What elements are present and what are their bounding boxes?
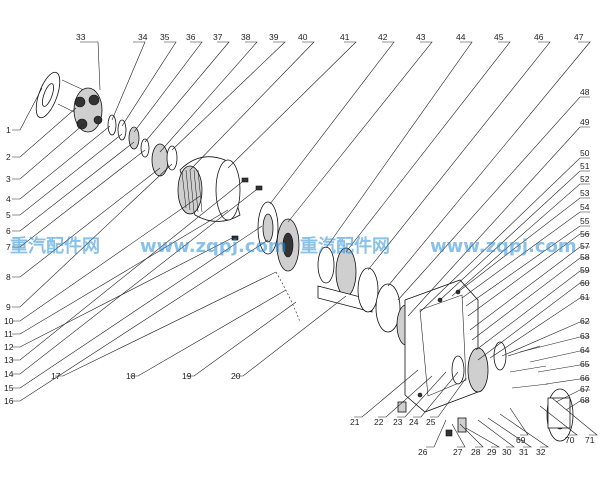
callout-50: 50 [580,148,590,158]
callouts-left: 1 2 3 4 5 6 7 8 9 10 11 12 13 14 15 16 [4,125,14,406]
callout-44: 44 [456,32,466,42]
leader-lines [12,41,598,448]
callout-26: 26 [418,447,428,457]
callout-32: 32 [536,447,546,457]
callout-34: 34 [138,32,148,42]
callout-4: 4 [6,194,11,204]
callouts-right: 48 49 50 51 52 53 54 55 56 57 58 59 60 6… [580,87,590,405]
callout-60: 60 [580,278,590,288]
callout-13: 13 [4,355,14,365]
callout-18: 18 [126,371,136,381]
callout-38: 38 [241,32,251,42]
callout-48: 48 [580,87,590,97]
parts-drawing [35,71,574,442]
callout-1: 1 [6,125,11,135]
callout-16: 16 [4,396,14,406]
callout-25: 25 [426,417,436,427]
callout-47: 47 [574,32,584,42]
callout-14: 14 [4,369,14,379]
callout-62: 62 [580,316,590,326]
callout-2: 2 [6,152,11,162]
callout-10: 10 [4,316,14,326]
callout-8: 8 [6,272,11,282]
callout-46: 46 [534,32,544,42]
watermark-text-1: 重汽配件网 [10,235,100,257]
callout-6: 6 [6,226,11,236]
callout-11: 11 [4,329,13,339]
callout-53: 53 [580,188,590,198]
callout-58: 58 [580,252,590,262]
callout-5: 5 [6,210,11,220]
callout-7: 7 [6,242,11,252]
callout-29: 29 [487,447,497,457]
callout-42: 42 [378,32,388,42]
callout-33: 33 [76,32,86,42]
callout-71: 71 [585,435,595,445]
callout-70: 70 [565,435,575,445]
callout-39: 39 [269,32,279,42]
callout-56: 56 [580,229,590,239]
callout-64: 64 [580,345,590,355]
callout-41: 41 [340,32,350,42]
watermark-text-3: 重汽配件网 [300,235,390,257]
callout-20: 20 [231,371,241,381]
callout-65: 65 [580,359,590,369]
watermark-text-4: www.zqpj.com [430,236,577,257]
callout-35: 35 [160,32,170,42]
callout-61: 61 [580,292,590,302]
callout-22: 22 [374,417,384,427]
callout-23: 23 [393,417,403,427]
callout-19: 19 [182,371,192,381]
callout-69: 69 [516,435,526,445]
callout-54: 54 [580,202,590,212]
callout-67: 67 [580,384,590,394]
callout-28: 28 [471,447,481,457]
callout-49: 49 [580,117,590,127]
callout-57: 57 [580,241,590,251]
callout-52: 52 [580,174,590,184]
callout-66: 66 [580,373,590,383]
callout-63: 63 [580,331,590,341]
callouts-top: 33 34 35 36 37 38 39 40 41 42 43 44 45 4… [76,32,584,42]
callout-12: 12 [4,342,14,352]
callout-30: 30 [502,447,512,457]
callout-21: 21 [350,417,360,427]
callout-51: 51 [580,161,590,171]
callout-17: 17 [51,371,61,381]
callout-31: 31 [519,447,529,457]
watermark-text-2: www.zqpj.com [140,236,287,257]
callout-37: 37 [213,32,223,42]
callout-15: 15 [4,383,14,393]
callout-27: 27 [453,447,463,457]
callout-55: 55 [580,216,590,226]
callout-3: 3 [6,174,11,184]
callout-36: 36 [186,32,196,42]
callout-43: 43 [416,32,426,42]
watermark: 重汽配件网 www.zqpj.com 重汽配件网 www.zqpj.com [10,235,577,257]
callout-24: 24 [409,417,419,427]
callout-9: 9 [6,302,11,312]
callout-68: 68 [580,395,590,405]
callout-59: 59 [580,265,590,275]
callouts-bottom: 17 18 19 20 21 22 23 24 25 26 27 28 29 3… [51,371,595,457]
callout-45: 45 [494,32,504,42]
callout-40: 40 [298,32,308,42]
